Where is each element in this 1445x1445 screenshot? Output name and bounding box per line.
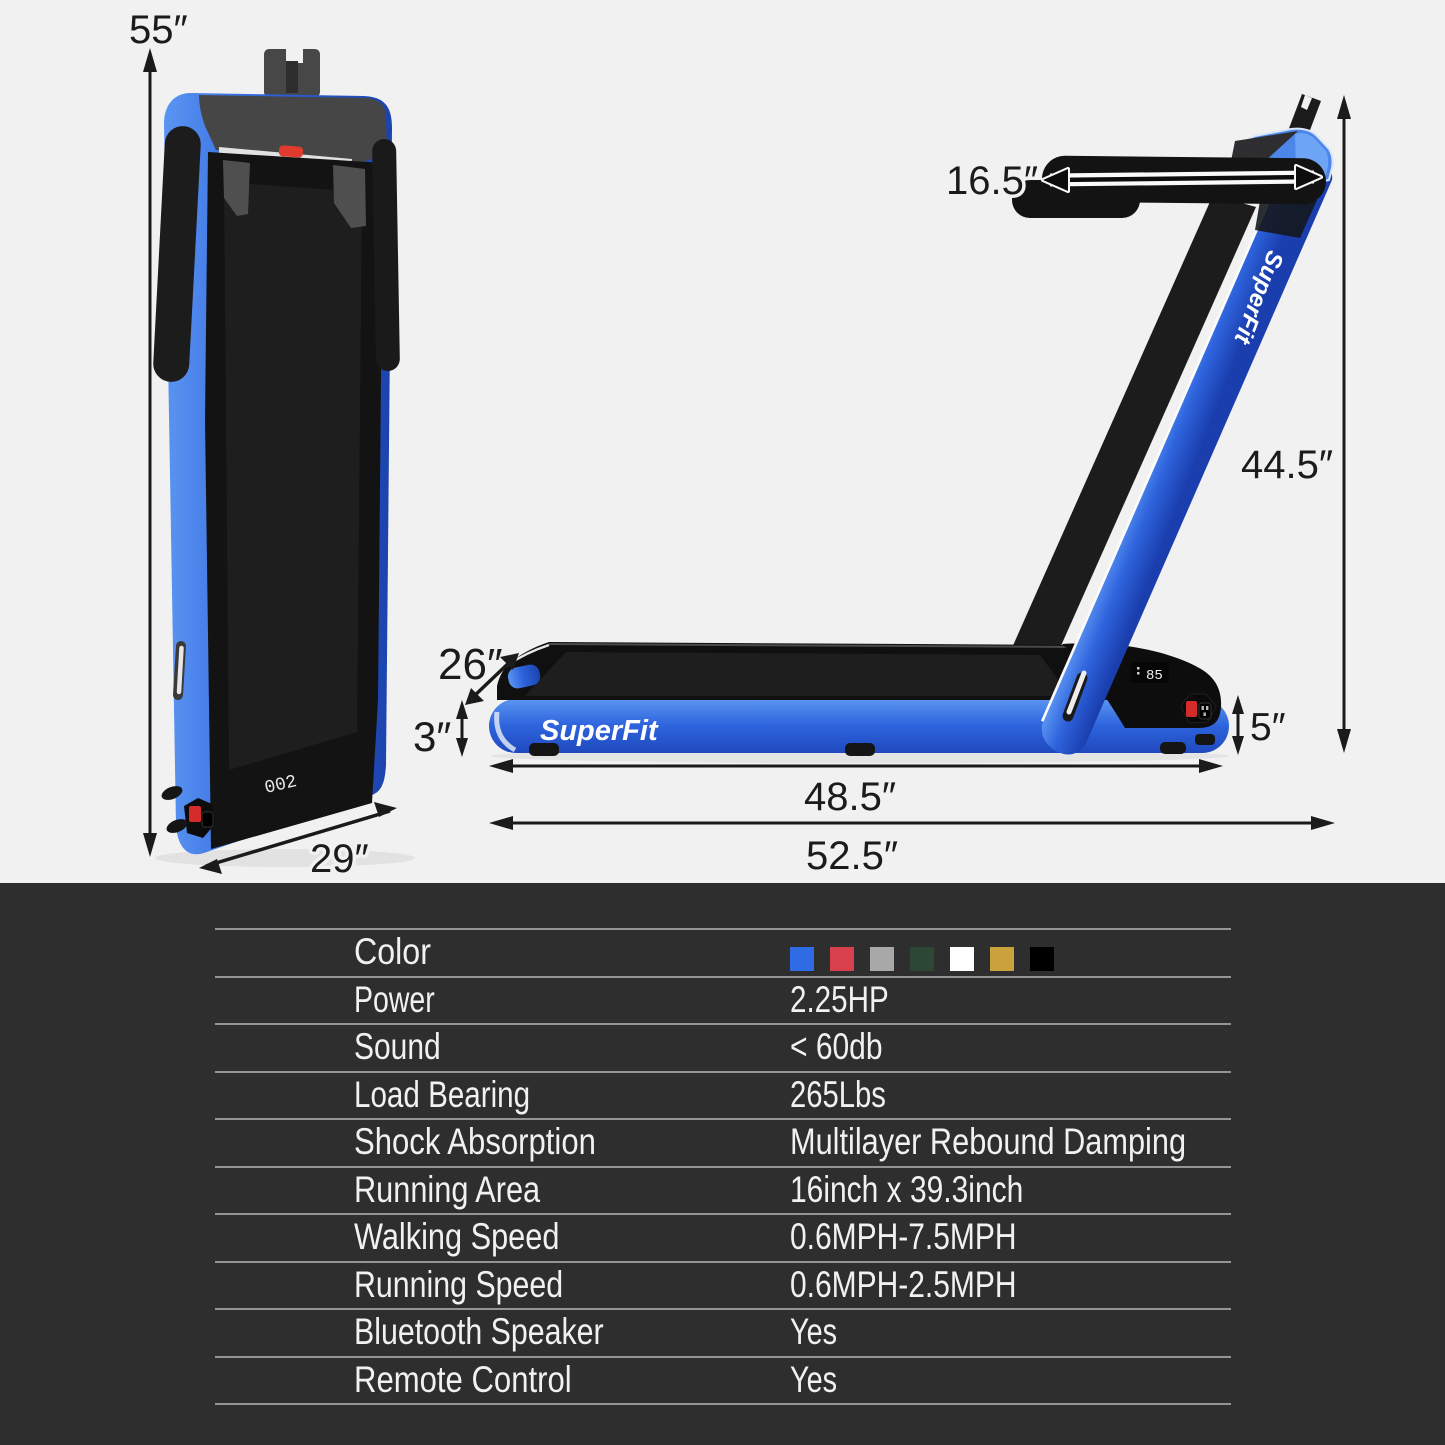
svg-text:55″: 55″ [129, 8, 188, 52]
svg-text:29″: 29″ [310, 837, 369, 881]
svg-text:5″: 5″ [1250, 706, 1286, 749]
svg-text:52.5″: 52.5″ [806, 834, 898, 878]
svg-text:3″: 3″ [413, 713, 451, 760]
svg-text:SuperFit: SuperFit [540, 715, 659, 747]
svg-text:85: 85 [1146, 668, 1163, 684]
svg-text:16.5″: 16.5″ [946, 159, 1038, 203]
svg-text:48.5″: 48.5″ [804, 775, 896, 819]
svg-text:44.5″: 44.5″ [1241, 443, 1333, 487]
svg-text:26″: 26″ [438, 640, 503, 689]
